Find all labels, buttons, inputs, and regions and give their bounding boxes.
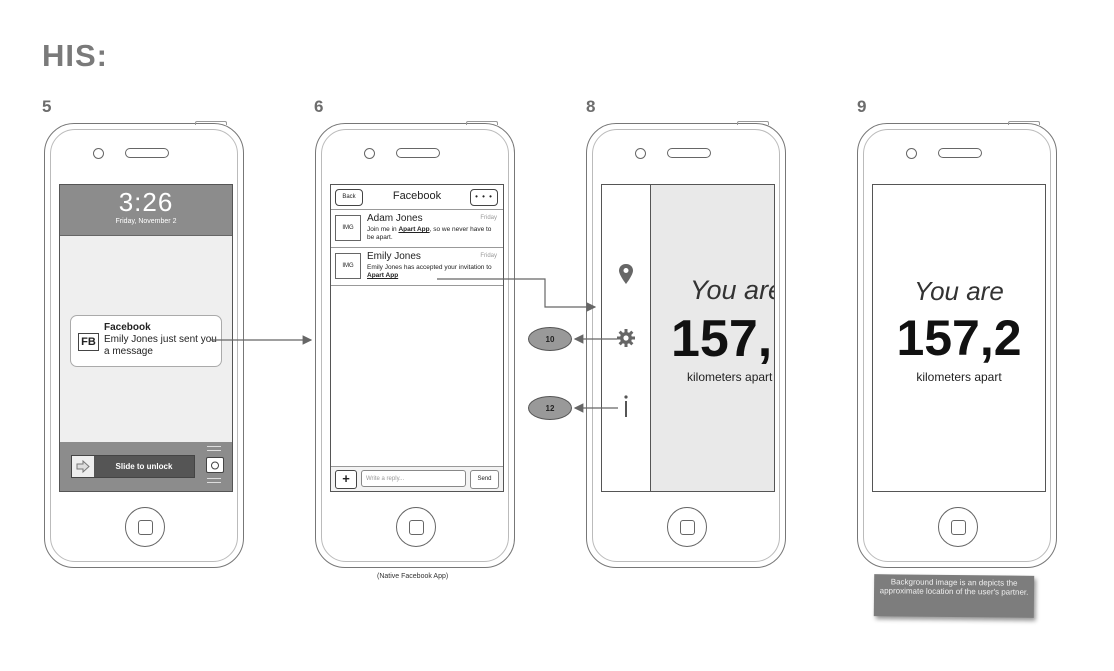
earpiece-speaker — [667, 148, 711, 158]
message-sender: Emily Jones — [367, 251, 421, 262]
distance-value: 157,2 — [896, 310, 1022, 366]
message-day: Friday — [480, 253, 497, 259]
phone-lock-screen: 3:26 Friday, November 2 FB Facebook Emil… — [44, 121, 244, 568]
facebook-icon: FB — [78, 333, 99, 351]
home-button[interactable] — [938, 507, 978, 547]
lock-time: 3:26 — [118, 187, 174, 217]
gear-icon[interactable] — [617, 329, 635, 347]
lock-screen: 3:26 Friday, November 2 FB Facebook Emil… — [59, 184, 233, 492]
distance-unit: kilometers apart — [687, 370, 773, 384]
front-camera — [364, 148, 375, 159]
grip-line — [207, 482, 221, 483]
lock-date: Friday, November 2 — [115, 218, 177, 225]
power-button — [1008, 121, 1040, 125]
facebook-screen: Back Facebook • • • IMG Adam Jones Frida… — [330, 184, 504, 492]
phone-apart-menu: You are 157, kilometers apart — [586, 121, 786, 568]
page-title: HIS: — [42, 38, 108, 73]
you-are-text: You are — [690, 275, 775, 305]
notification-text: Emily Jones just sent you a message — [104, 334, 217, 357]
home-button[interactable] — [396, 507, 436, 547]
phone-facebook-app: Back Facebook • • • IMG Adam Jones Frida… — [315, 121, 515, 568]
step-label-6: 6 — [314, 97, 324, 116]
avatar: IMG — [335, 253, 361, 279]
reply-bar: + Write a reply... Send — [331, 466, 503, 491]
arrow-right-icon — [76, 459, 90, 474]
apart-app-link[interactable]: Apart App — [398, 226, 430, 233]
distance-view-partial: You are 157, kilometers apart — [651, 185, 774, 491]
slide-to-unlock[interactable]: Slide to unlock — [71, 455, 195, 478]
slider-knob[interactable] — [72, 456, 94, 477]
camera-icon[interactable] — [206, 457, 224, 473]
grip-line — [207, 478, 221, 479]
you-are-text: You are — [914, 276, 1004, 306]
side-menu — [602, 185, 651, 491]
message-item[interactable]: IMG Emily Jones Friday Emily Jones has a… — [331, 248, 503, 286]
avatar: IMG — [335, 215, 361, 241]
facebook-title: Facebook — [392, 190, 442, 202]
facebook-header: Back Facebook • • • — [331, 185, 503, 210]
front-camera — [93, 148, 104, 159]
earpiece-speaker — [396, 148, 440, 158]
power-button — [737, 121, 769, 125]
lock-header: 3:26 Friday, November 2 — [60, 185, 232, 236]
power-button — [195, 121, 227, 125]
reply-input[interactable]: Write a reply... — [361, 470, 466, 487]
earpiece-speaker — [125, 148, 169, 158]
step-label-5: 5 — [42, 97, 52, 116]
grip-line — [207, 450, 221, 451]
message-text: Join me in Apart App, so we never have t… — [367, 226, 492, 241]
power-button — [466, 121, 498, 125]
facebook-app-caption: (Native Facebook App) — [377, 573, 449, 580]
front-camera — [635, 148, 646, 159]
back-button[interactable]: Back — [335, 189, 363, 206]
facebook-notification[interactable]: FB Facebook Emily Jones just sent you a … — [70, 315, 222, 367]
arrow-link-to-apart — [437, 278, 597, 312]
notification-title: Facebook — [104, 322, 151, 333]
grip-line — [207, 446, 221, 447]
earpiece-speaker — [938, 148, 982, 158]
distance-value: 157, — [671, 310, 773, 368]
phone-distance-screen: You are 157,2 kilometers apart — [857, 121, 1057, 568]
message-sender: Adam Jones — [367, 213, 423, 224]
step-label-9: 9 — [857, 97, 867, 116]
distance-screen: You are 157,2 kilometers apart — [872, 184, 1046, 492]
message-item[interactable]: IMG Adam Jones Friday Join me in Apart A… — [331, 210, 503, 248]
annotation-note: Background image is an depicts the appro… — [873, 574, 1035, 618]
message-day: Friday — [480, 215, 497, 221]
apart-app-link[interactable]: Apart App — [367, 272, 399, 279]
home-button[interactable] — [125, 507, 165, 547]
reference-bubble-10: 10 — [528, 327, 572, 351]
lock-footer: Slide to unlock — [60, 442, 232, 491]
distance-unit: kilometers apart — [916, 370, 1002, 384]
front-camera — [906, 148, 917, 159]
info-icon[interactable] — [622, 394, 630, 418]
map-pin-icon[interactable] — [618, 263, 634, 285]
add-attachment-button[interactable]: + — [335, 470, 357, 489]
home-button[interactable] — [667, 507, 707, 547]
message-text: Emily Jones has accepted your invitation… — [367, 264, 492, 279]
send-button[interactable]: Send — [470, 470, 499, 489]
more-button[interactable]: • • • — [470, 189, 498, 206]
apart-menu-screen: You are 157, kilometers apart — [601, 184, 775, 492]
step-label-8: 8 — [586, 97, 596, 116]
slider-label: Slide to unlock — [115, 462, 173, 471]
reference-bubble-12: 12 — [528, 396, 572, 420]
